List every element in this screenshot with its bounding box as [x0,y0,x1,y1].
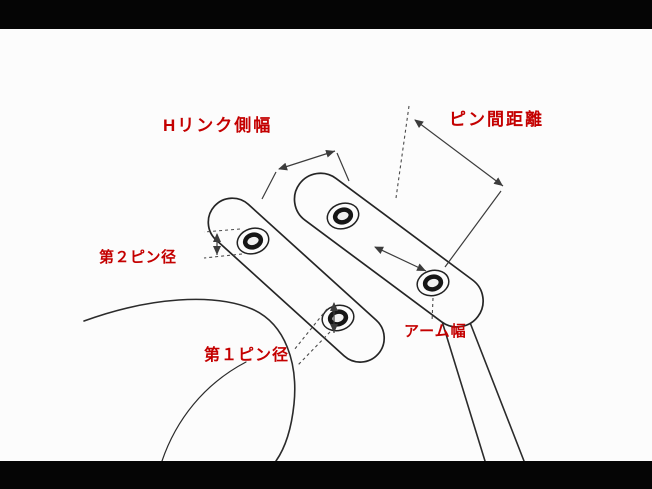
pin-boss-rear-bottom [416,269,450,297]
letterbox-top-bar [0,0,652,29]
pin-boss-front-top [236,227,270,255]
dim-h-link-width [261,149,350,200]
arm-body-outline [83,298,296,462]
dim-pin1-diameter [293,302,338,366]
dim-arm-width [374,246,434,323]
link-rod-lines [440,301,525,462]
label-pin2-diameter: 第２ピン径 [99,249,177,266]
pin-boss-rear-top [326,202,360,230]
letterbox-bottom-bar [0,461,652,489]
label-pin1-diameter: 第１ピン径 [204,347,290,364]
dim-pin-pitch [395,105,504,268]
label-pin-pitch: ピン間距離 [449,110,544,129]
label-arm-width: アーム幅 [404,323,467,340]
label-h-link-side-width: Hリンク側幅 [163,116,273,135]
dim-pin2-diameter [203,228,243,259]
